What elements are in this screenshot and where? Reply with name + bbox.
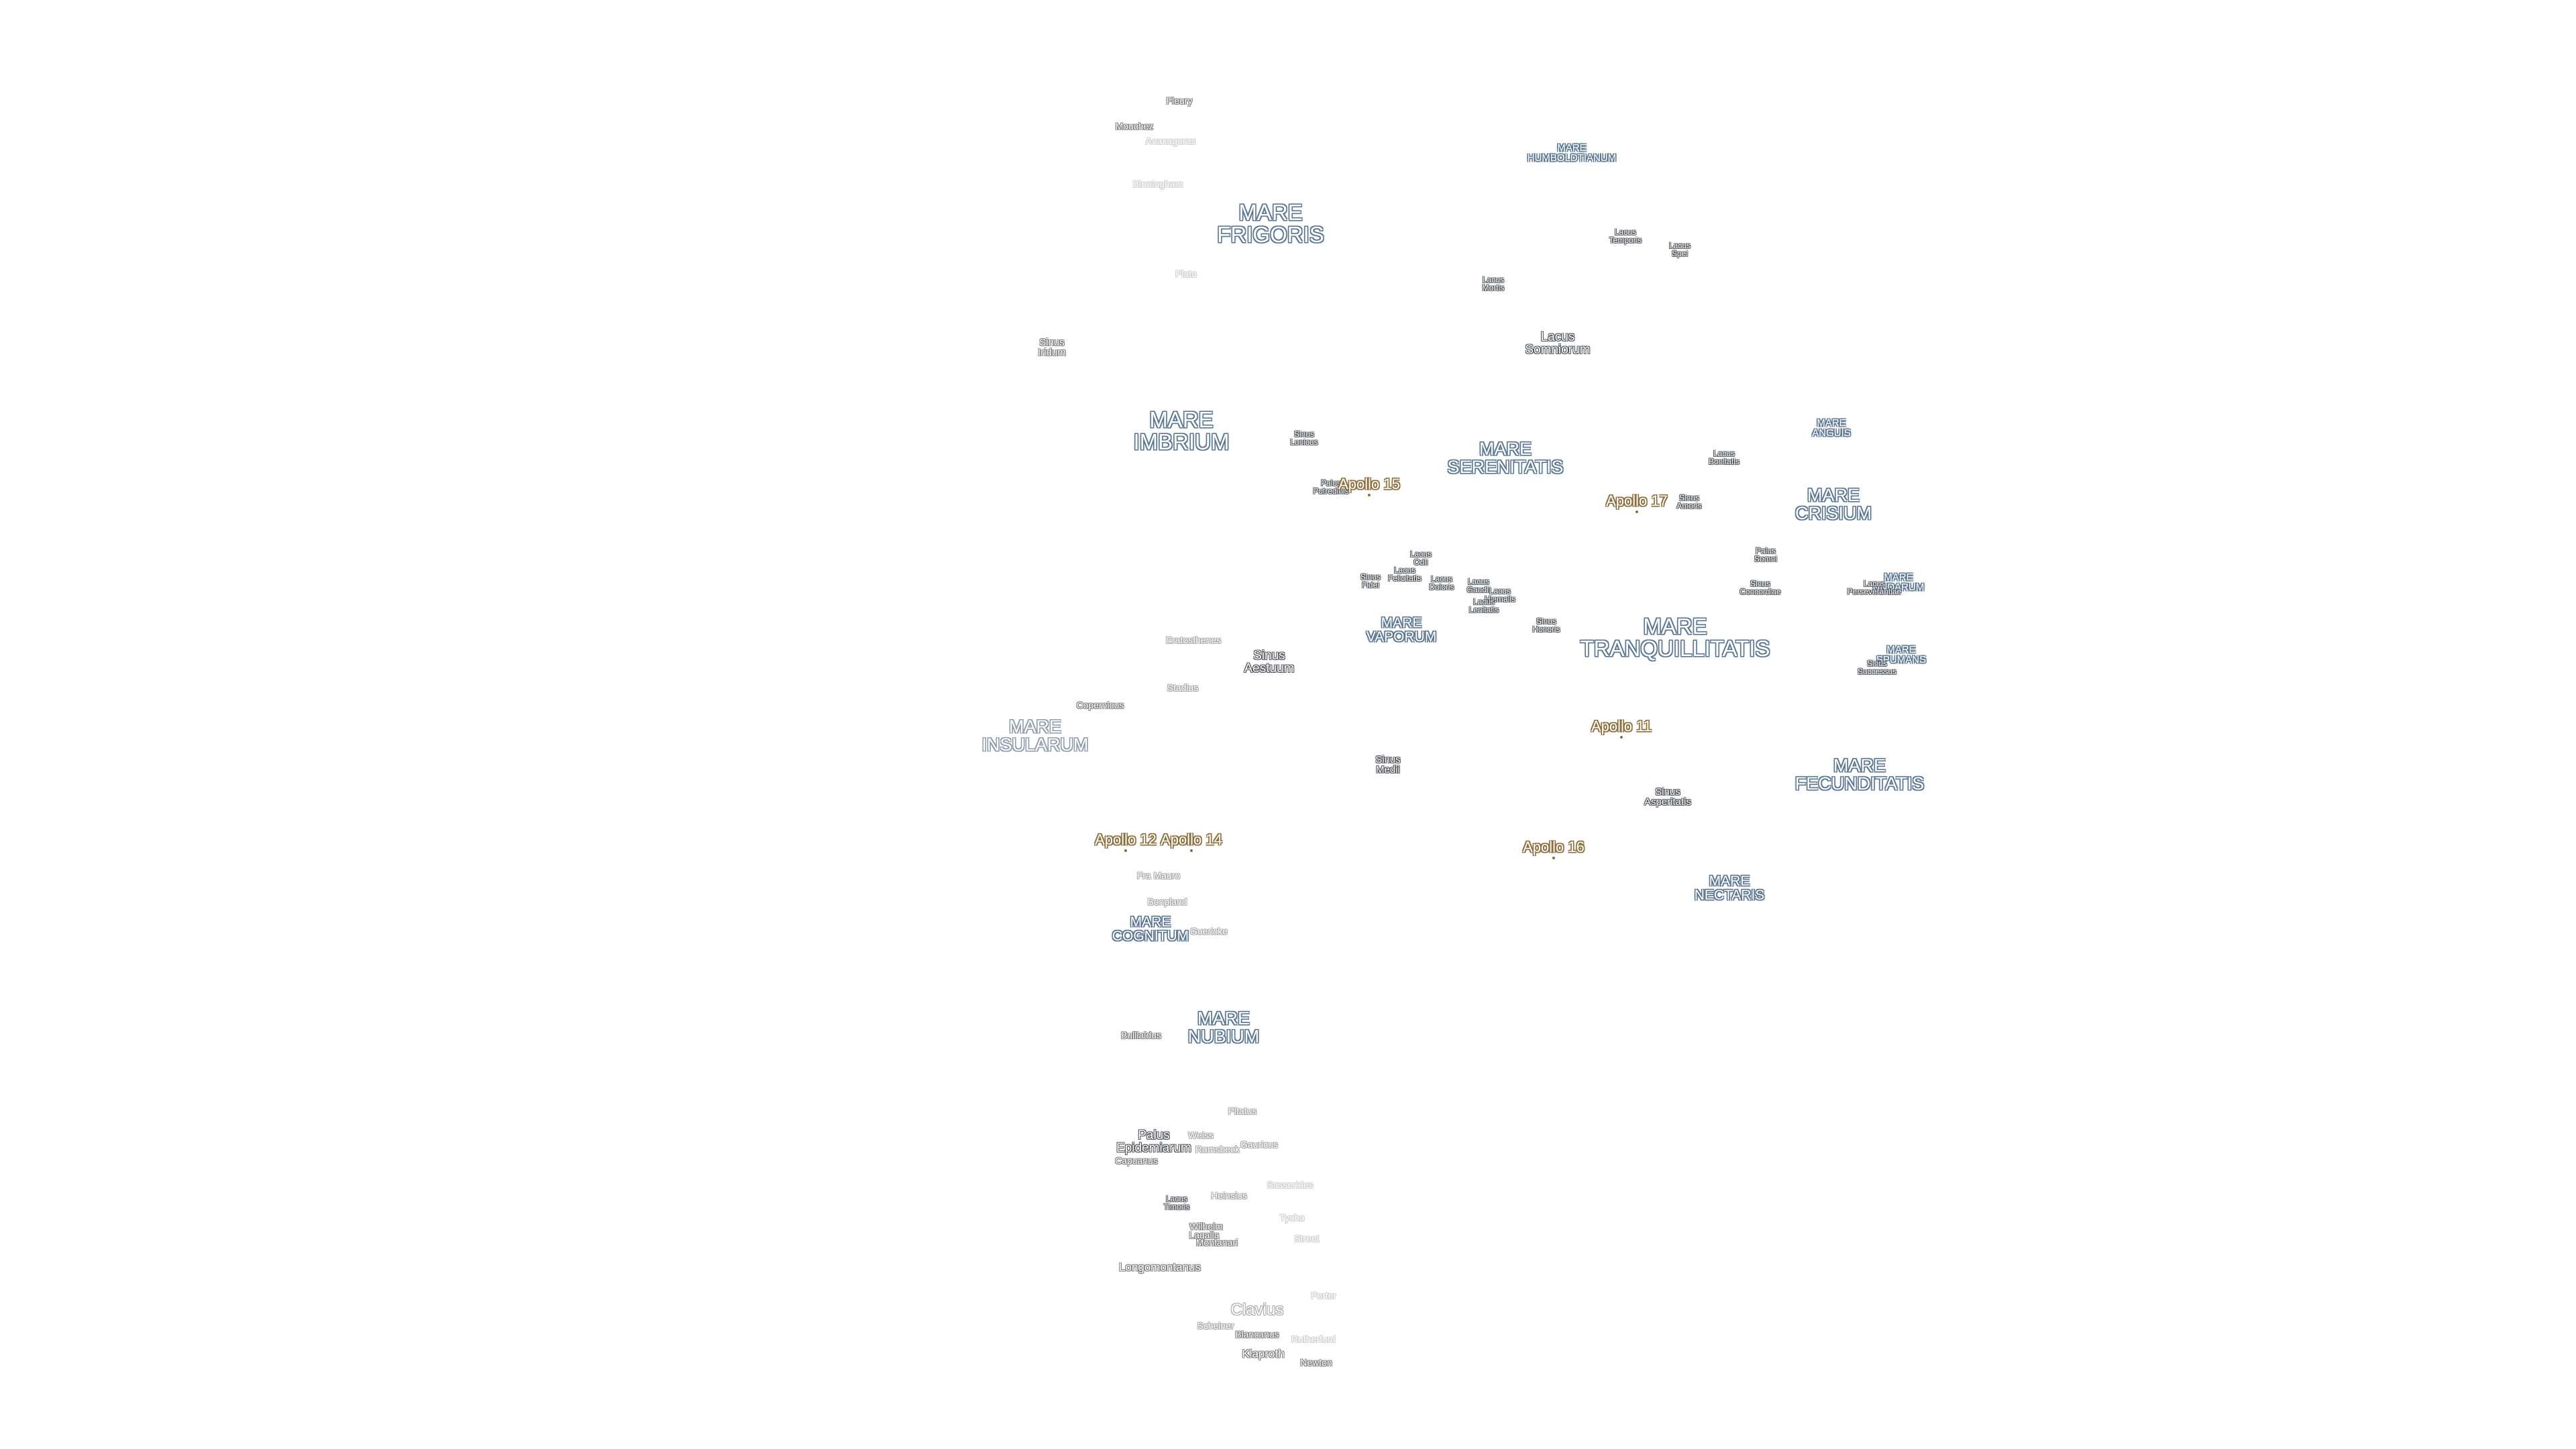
crater-label-klaproth: Klaproth	[1242, 1347, 1285, 1360]
crater-label-porter: Porter	[1310, 1290, 1337, 1301]
apollo-label-apollo-15: Apollo 15	[1338, 476, 1400, 492]
feature-label-sinus-asperitatis: Sinus Asperitatis	[1644, 786, 1692, 808]
feature-label-lacus-odii: Lacus Odii	[1409, 549, 1432, 567]
crater-label-anaxagoras: Anaxagoras	[1145, 136, 1196, 146]
landing-site-marker-apollo-16	[1552, 857, 1555, 859]
apollo-label-apollo-11: Apollo 11	[1591, 718, 1652, 735]
feature-label-lacus-bonitatis: Lacus Bonitatis	[1708, 449, 1740, 466]
mare-label-mare-anguis: MARE ANGUIS	[1812, 417, 1851, 439]
feature-label-sinus-successus: Sinus Successus	[1857, 659, 1897, 676]
feature-label-lacus-lenitatis: Lacus Lenitatis	[1468, 597, 1499, 614]
crater-label-bullialdus: Bullialdus	[1121, 1030, 1161, 1040]
feature-label-lacus-felicitatis: Lacus Felicitatis	[1387, 566, 1422, 583]
crater-label-eratosthenes: Eratosthenes	[1165, 635, 1222, 645]
feature-label-lacus-doloris: Lacus Doloris	[1429, 574, 1454, 592]
crater-label-bonpland: Bonpland	[1147, 896, 1187, 907]
mare-label-mare-imbrium: MARE IMBRIUM	[1133, 407, 1230, 454]
crater-label-clavius: Clavius	[1230, 1301, 1284, 1319]
crater-label-street: Street	[1294, 1233, 1320, 1244]
crater-label-scheiner: Scheiner	[1197, 1320, 1234, 1331]
landing-site-marker-apollo-17	[1635, 511, 1638, 513]
mare-label-mare-tranquillitatis: MARE TRANQUILLITATIS	[1580, 614, 1770, 661]
feature-label-sinus-honoris: Sinus Honoris	[1532, 616, 1560, 634]
crater-label-plato: Plato	[1175, 268, 1197, 279]
feature-label-palus-putredinis: Palus Putredinis	[1313, 478, 1349, 496]
mare-label-mare-serenitatis: MARE SERENITATIS	[1447, 439, 1564, 477]
crater-label-montanari: Montanari	[1195, 1237, 1238, 1248]
crater-label-guericke: Guericke	[1189, 926, 1228, 936]
feature-label-sinus-medii: Sinus Medii	[1375, 754, 1401, 775]
crater-label-stadius: Stadius	[1167, 682, 1199, 693]
apollo-label-apollo-12: Apollo 12	[1095, 831, 1157, 848]
feature-label-sinus-concordiae: Sinus Concordiae	[1739, 579, 1781, 596]
mare-label-mare-humboldtianum: MARE HUMBOLDTIANUM	[1527, 142, 1617, 164]
landing-site-marker-apollo-14	[1190, 849, 1193, 852]
feature-label-sinus-fidei: Sinus Fidei	[1360, 572, 1381, 590]
feature-label-sinus-lunicus: Sinus Lunicus	[1290, 429, 1318, 447]
crater-label-wilhelm: Wilhelm	[1189, 1221, 1223, 1232]
feature-label-palus-epidemiarum: Palus Epidemiarum	[1116, 1128, 1191, 1155]
mare-label-mare-spumans: MARE SPUMANS	[1876, 644, 1927, 665]
feature-label-sinus-iridum: Sinus Iridum	[1038, 337, 1066, 358]
feature-label-lacus-timoris: Lacus Timoris	[1163, 1194, 1190, 1212]
mare-label-mare-insularum: MARE INSULARUM	[981, 716, 1089, 755]
feature-label-lacus-hiemalis: Lacus Hiemalis	[1484, 586, 1516, 604]
crater-label-capuanus: Capuanus	[1115, 1155, 1158, 1166]
mare-label-mare-cognitum: MARE COGNITUM	[1112, 914, 1189, 944]
feature-label-lacus-perseverantiae: Lacus Perseverantiae	[1847, 579, 1902, 596]
crater-label-longomontanus: Longomontanus	[1119, 1260, 1201, 1274]
crater-label-lagalla: Lagalla	[1189, 1230, 1220, 1240]
mare-label-mare-vaporum: MARE VAPORUM	[1366, 615, 1437, 645]
mare-label-mare-nectaris: MARE NECTARIS	[1694, 873, 1765, 903]
feature-label-lacus-mortis: Lacus Mortis	[1482, 275, 1505, 292]
mare-label-mare-nubium: MARE NUBIUM	[1187, 1008, 1260, 1046]
apollo-label-apollo-16: Apollo 16	[1523, 839, 1585, 855]
crater-label-pitatus: Pitatus	[1228, 1106, 1257, 1116]
landing-site-marker-apollo-12	[1124, 849, 1127, 852]
mare-label-mare-frigoris: MARE FRIGORIS	[1217, 200, 1324, 247]
crater-label-fleury: Fleury	[1166, 95, 1193, 106]
crater-label-mouchez: Mouchez	[1115, 121, 1154, 131]
feature-label-lacus-gaudii: Lacus Gaudii	[1466, 577, 1491, 594]
crater-label-birmingham: Birmingham	[1132, 178, 1183, 189]
feature-label-lacus-spei: Lacus Spei	[1668, 241, 1691, 258]
crater-label-heinsius: Heinsius	[1211, 1190, 1247, 1201]
crater-label-gauricus: Gauricus	[1240, 1139, 1279, 1150]
apollo-label-apollo-17: Apollo 17	[1606, 492, 1668, 509]
crater-label-sasserides: Sasserides	[1267, 1179, 1313, 1190]
apollo-label-apollo-14: Apollo 14	[1161, 831, 1222, 848]
feature-label-palus-somni: Palus Somni	[1754, 546, 1778, 564]
landing-site-marker-apollo-11	[1620, 736, 1623, 739]
landing-site-marker-apollo-15	[1368, 494, 1371, 496]
mare-label-mare-crisium: MARE CRISIUM	[1795, 485, 1872, 523]
crater-label-weiss: Weiss	[1188, 1130, 1214, 1140]
crater-label-copernicus: Copernicus	[1076, 700, 1124, 710]
feature-label-sinus-aestuum: Sinus Aestuum	[1244, 649, 1295, 676]
crater-label-rutherfurd: Rutherfurd	[1291, 1334, 1336, 1344]
crater-label-newton: Newton	[1300, 1357, 1332, 1368]
crater-label-blancanus: Blancanus	[1235, 1329, 1279, 1340]
mare-label-mare-fecunditatis: MARE FECUNDITATIS	[1794, 755, 1925, 794]
mare-label-mare-undarum: MARE UNDARUM	[1872, 572, 1925, 593]
crater-label-tycho: Tycho	[1279, 1212, 1305, 1223]
feature-label-sinus-amoris: Sinus Amoris	[1676, 493, 1702, 511]
crater-label-fra-mauro: Fra Mauro	[1136, 870, 1181, 881]
feature-label-lacus-somniorum: Lacus Somniorum	[1525, 330, 1591, 357]
feature-label-lacus-temporis: Lacus Temporis	[1609, 227, 1642, 245]
crater-label-ramsbeck: Ramsbeck	[1195, 1144, 1240, 1155]
